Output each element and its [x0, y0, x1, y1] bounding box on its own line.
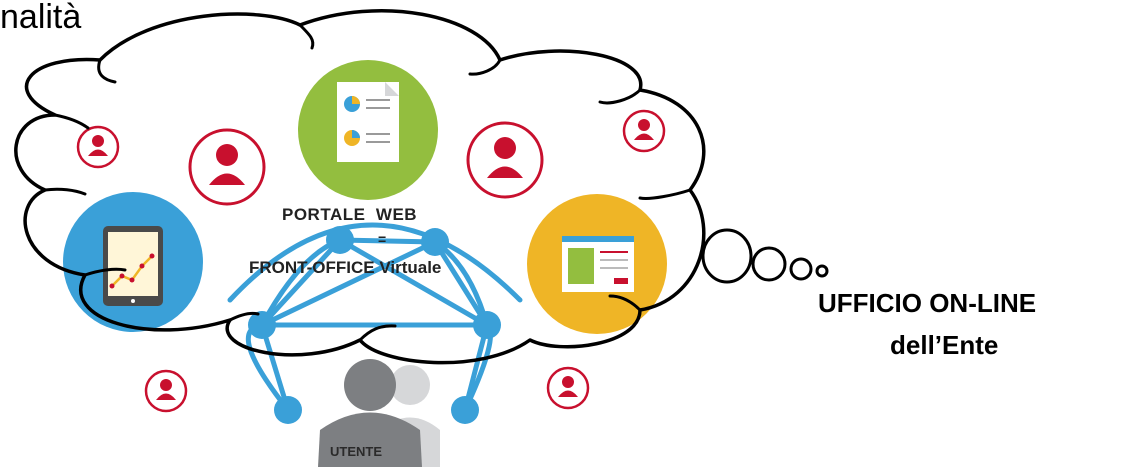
network-icon: [227, 222, 523, 413]
user-icon-large-left: [188, 128, 266, 206]
user-icon-small-1: [76, 125, 120, 169]
dell-ente-label: dell’Ente: [890, 330, 999, 360]
web-page-icon: [527, 194, 667, 334]
ufficio-online-label: UFFICIO ON-LINE: [818, 288, 1037, 318]
cloud-inner-strokes: [43, 23, 692, 342]
user-icon-small-3: [144, 369, 188, 413]
utente-label: UTENTE: [330, 444, 382, 459]
equals-label: =: [378, 231, 387, 247]
tablet-chart-icon: [63, 192, 203, 332]
document-chart-icon: [298, 60, 438, 200]
portale-web-label: PORTALE WEB: [282, 205, 418, 224]
front-office-label: FRONT-OFFICE Virtuale: [249, 258, 442, 277]
heading-fragment: nalità: [0, 0, 82, 36]
person-silhouette-icon: [318, 359, 440, 467]
network-nodes: [248, 226, 501, 424]
thought-cloud-outline: [14, 9, 706, 365]
user-icon-small-2: [622, 109, 666, 153]
user-icon-large-right: [466, 121, 544, 199]
thought-bubbles: [701, 228, 829, 284]
user-icon-small-4: [546, 366, 590, 410]
